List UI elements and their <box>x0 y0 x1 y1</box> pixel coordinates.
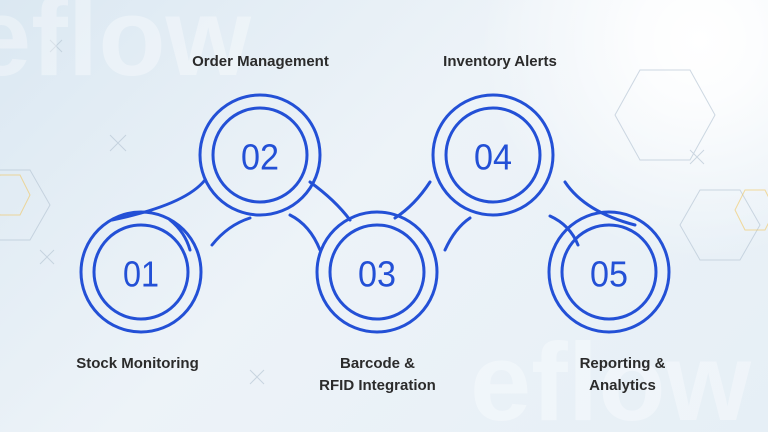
step-1-label: Stock Monitoring <box>55 353 220 375</box>
step-3-inner-ring <box>328 223 426 321</box>
step-4-label-line-1: Inventory Alerts <box>443 53 557 70</box>
step-3-label: Barcode & RFID Integration <box>290 353 465 397</box>
step-2-inner-ring <box>211 106 309 204</box>
watermark-top: eflow <box>0 0 252 99</box>
connector-3-4-inner <box>443 216 472 252</box>
connector-1-2 <box>110 178 207 222</box>
step-3-number: 03 <box>358 254 396 295</box>
step-1-outer-ring <box>79 210 203 334</box>
step-3-label-line-2: RFID Integration <box>319 377 436 394</box>
step-3-label-line-1: Barcode & <box>339 355 416 372</box>
step-1-label-line-1: Stock Monitoring <box>76 355 199 372</box>
step-2-outer-ring <box>198 93 322 217</box>
step-4-number: 04 <box>474 137 512 178</box>
step-4-inner-ring <box>444 106 542 204</box>
step-4-label: Inventory Alerts <box>425 51 575 73</box>
step-5-label: Reporting & Analytics <box>545 353 700 397</box>
step-5-label-line-1: Reporting & <box>579 355 666 372</box>
step-5-label-line-2: Analytics <box>589 377 656 394</box>
connector-2-3-left <box>210 216 252 247</box>
step-2-label-line-1: Order Management <box>192 53 329 70</box>
step-1-number: 01 <box>123 254 159 295</box>
step-5-number: 05 <box>590 254 628 295</box>
watermark-bottom: eflow <box>470 321 752 432</box>
step-5-outer-ring <box>547 210 671 334</box>
connector-4-5-right <box>563 180 637 227</box>
connector-2-3-right <box>308 180 352 222</box>
step-2-number: 02 <box>241 137 279 178</box>
step-3-outer-ring <box>315 210 439 334</box>
step-4-outer-ring <box>431 93 555 217</box>
connector-2-3-inner <box>288 213 322 252</box>
step-5-inner-ring <box>560 223 658 321</box>
step-1-inner-ring <box>92 223 190 321</box>
step-2-label: Order Management <box>168 51 353 73</box>
connector-3-4-left <box>393 180 432 220</box>
